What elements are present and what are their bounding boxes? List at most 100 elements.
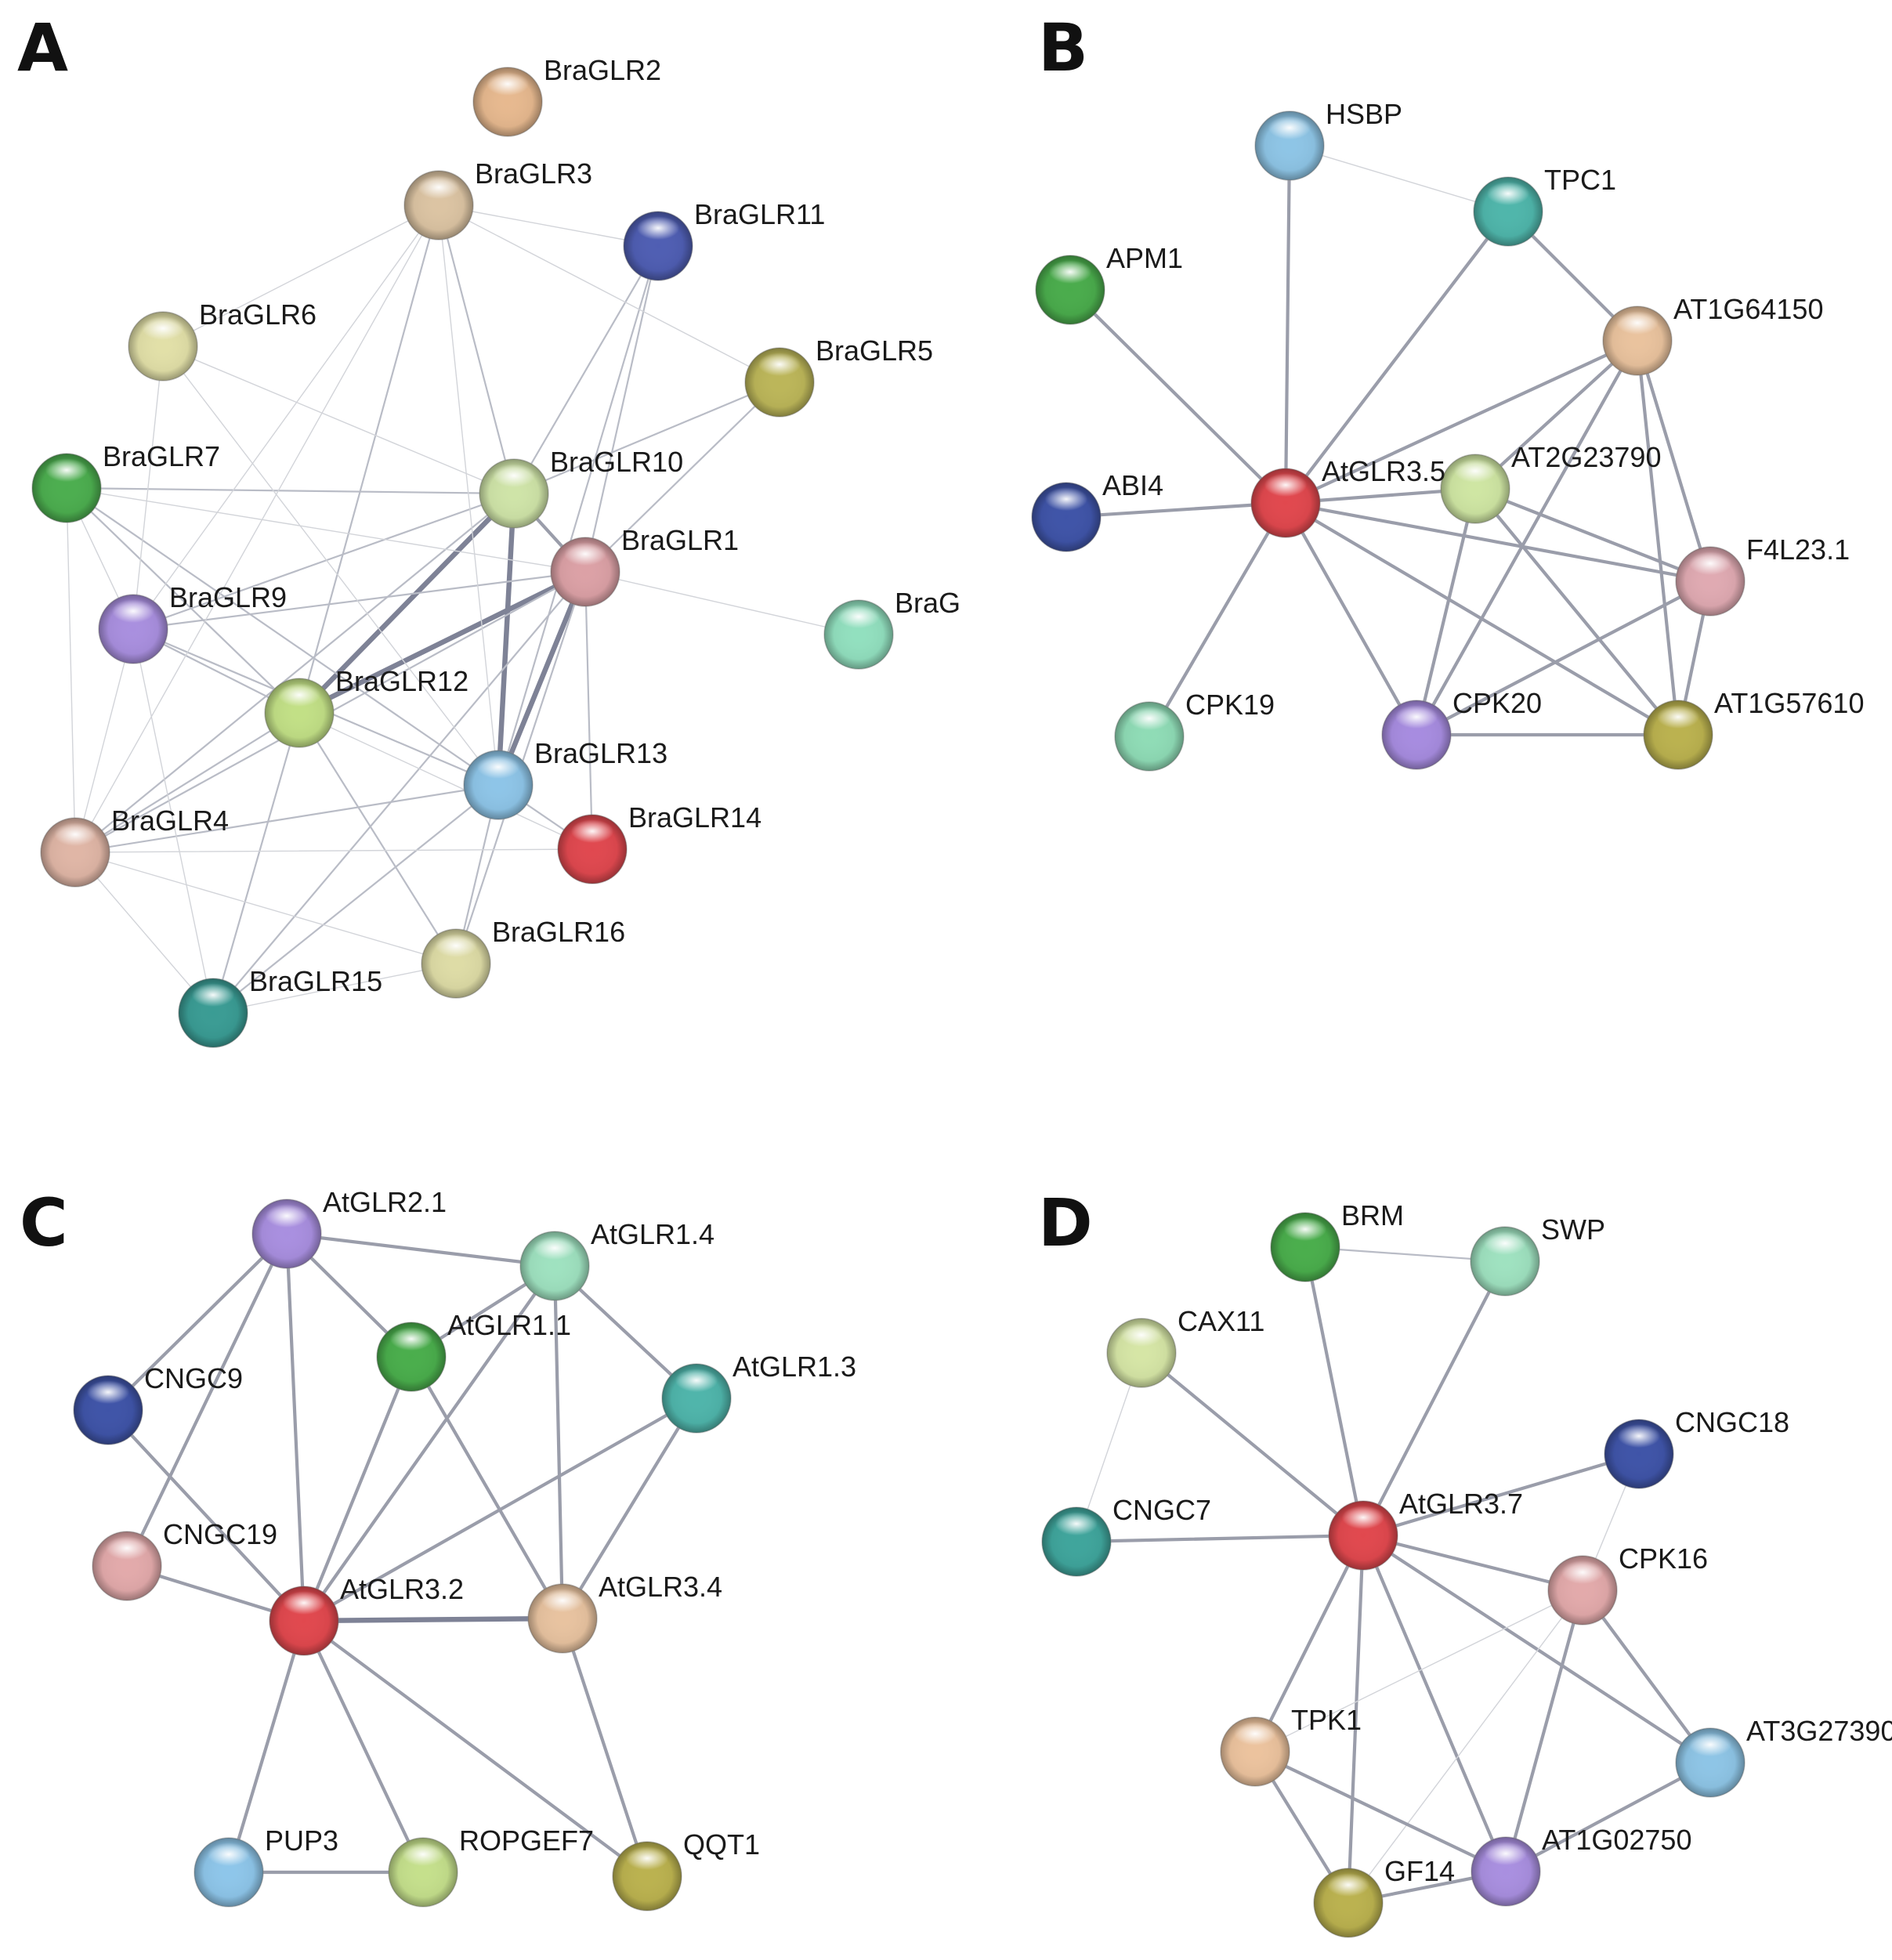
node-label: BraGLR4 <box>111 805 229 837</box>
edge-braglr6-braglr9 <box>132 345 164 630</box>
panel-a: A BraGLR2BraGLR3BraGLR11BraGLR6BraGLR5Br… <box>17 9 960 1048</box>
edge-braglr10-braglr13 <box>495 490 517 788</box>
node-label: BraGLR2 <box>544 54 661 86</box>
node-braglr14: BraGLR14 <box>557 801 762 884</box>
node-apm1: APM1 <box>1035 242 1183 325</box>
node-label: BraGLR16 <box>492 916 625 948</box>
edge-atglr3-7-gf14 <box>1346 1533 1366 1905</box>
node-gloss <box>1483 1231 1527 1256</box>
node-gloss <box>265 1204 309 1228</box>
node-gloss <box>486 72 530 96</box>
node-atglr3-5: AtGLR3.5 <box>1250 455 1445 538</box>
node-braglr12: BraGLR12 <box>264 665 468 748</box>
edge-braglr10-braglr4 <box>74 492 516 854</box>
node-cngc18: CNGC18 <box>1604 1406 1789 1489</box>
node-tpc1: TPC1 <box>1473 164 1616 247</box>
edge-braglr1-braglr15 <box>212 570 587 1014</box>
node-gloss <box>45 458 89 483</box>
node-at3g27390: AT3G27390 <box>1675 1715 1892 1798</box>
edge-braglr12-braglr16 <box>298 711 458 965</box>
node-gloss <box>1615 311 1659 335</box>
node-label: AT1G64150 <box>1673 293 1823 325</box>
edge-atglr3-5-apm1 <box>1068 287 1288 505</box>
edge-braglr10-braglr5 <box>512 381 781 495</box>
node-label: BraGLR7 <box>103 440 220 472</box>
panel-a-nodes: BraGLR2BraGLR3BraGLR11BraGLR6BraGLR5BraG… <box>31 54 960 1048</box>
edge-atglr3-2-atglr3-4 <box>301 1615 566 1624</box>
edge-braglr1-braglr14 <box>584 570 594 851</box>
edge-atglr1-3-atglr3-4 <box>560 1396 699 1621</box>
edge-braglr12-braglr7 <box>65 486 301 714</box>
node-label: PUP3 <box>265 1824 338 1857</box>
edge-atglr3-7-cpk16 <box>1361 1533 1585 1593</box>
node-gloss <box>111 599 155 624</box>
edge-braglr3-braglr5 <box>438 204 780 383</box>
edge-at1g64150-at2g23790 <box>1473 338 1640 491</box>
node-gloss <box>1688 1733 1732 1757</box>
edge-atglr3-5-hsbp <box>1283 143 1292 505</box>
node-label: AT2G23790 <box>1511 441 1661 473</box>
node-braglr3: BraGLR3 <box>403 157 592 240</box>
edge-cngc7-atglr3-7 <box>1074 1533 1366 1544</box>
node-label: GF14 <box>1384 1855 1455 1887</box>
panel-a-letter: A <box>17 9 68 86</box>
node-atglr3-7: AtGLR3.7 <box>1328 1488 1523 1571</box>
node-gloss <box>625 1846 669 1871</box>
edge-braglr10-braglr12 <box>296 490 517 716</box>
edge-braglr3-braglr6 <box>162 204 440 347</box>
node-cpk19: CPK19 <box>1114 689 1275 772</box>
edge-braglr4-braglr14 <box>74 848 593 853</box>
edge-braglr7-braglr4 <box>66 487 76 853</box>
edge-braglr9-braglr4 <box>74 628 134 853</box>
node-gloss <box>389 1327 433 1351</box>
panel-a-edges <box>65 204 859 1014</box>
edge-braglr1-braglr13 <box>495 569 588 788</box>
edge-braglr4-braglr16 <box>74 852 457 964</box>
node-label: BraGLR12 <box>335 665 468 697</box>
node-label: BraGLR15 <box>249 965 382 997</box>
node-label: TPK1 <box>1291 1704 1362 1736</box>
node-gloss <box>1127 707 1171 731</box>
node-gloss <box>636 216 680 240</box>
edge-braglr9-braglr15 <box>132 628 214 1014</box>
edge-braglr1-braglr8 <box>584 571 859 635</box>
node-atglr2-1: AtGLR2.1 <box>251 1186 447 1269</box>
node-cngc7: CNGC7 <box>1041 1494 1211 1577</box>
edge-brm-atglr3-7 <box>1303 1245 1366 1538</box>
node-label: CNGC9 <box>144 1362 243 1394</box>
edge-atglr1-4-atglr3-2 <box>302 1264 557 1623</box>
node-gloss <box>53 823 97 847</box>
edge-braglr10-braglr11 <box>512 244 660 495</box>
node-atglr1-3: AtGLR1.3 <box>661 1351 856 1434</box>
node-tpk1: TPK1 <box>1220 1704 1362 1787</box>
node-qqt1: QQT1 <box>612 1828 760 1911</box>
panel-d-letter: D <box>1038 1184 1093 1261</box>
edge-braglr10-braglr9 <box>132 492 516 631</box>
edge-atglr3-5-cpk19 <box>1147 501 1288 739</box>
node-gloss <box>141 316 185 341</box>
node-gloss <box>1561 1560 1604 1585</box>
edge-braglr3-braglr11 <box>438 204 659 247</box>
node-gloss <box>1233 1722 1277 1746</box>
node-pup3: PUP3 <box>194 1824 338 1908</box>
node-gloss <box>191 983 235 1007</box>
node-braglr6: BraGLR6 <box>128 298 317 382</box>
edge-braglr6-braglr10 <box>162 345 515 494</box>
node-braglr10: BraGLR10 <box>479 446 683 529</box>
node-braglr1: BraGLR1 <box>550 524 739 607</box>
edge-cax11-atglr3-7 <box>1139 1351 1366 1538</box>
node-at1g57610: AT1G57610 <box>1643 687 1864 770</box>
edge-braglr12-braglr15 <box>212 711 301 1014</box>
edge-braglr10-braglr3 <box>437 204 516 495</box>
edge-braglr1-braglr5 <box>584 381 781 573</box>
node-cax11: CAX11 <box>1106 1305 1264 1388</box>
edge-atglr2-1-atglr1-4 <box>284 1231 557 1268</box>
node-braglr5: BraGLR5 <box>744 335 933 418</box>
node-label: SWP <box>1541 1213 1605 1246</box>
edge-cpk16-at1g02750 <box>1503 1588 1585 1874</box>
node-label: AT1G02750 <box>1542 1824 1691 1856</box>
node-label: AT1G57610 <box>1714 687 1864 719</box>
edge-at1g64150-at1g57610 <box>1635 338 1680 737</box>
